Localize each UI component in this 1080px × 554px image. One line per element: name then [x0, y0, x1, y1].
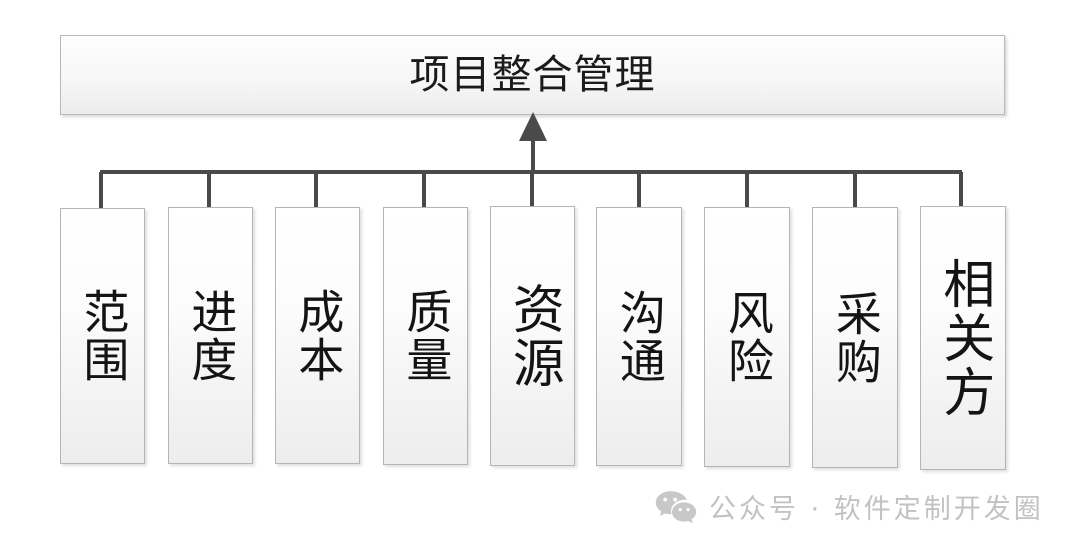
watermark: 公众号 · 软件定制开发圈 [655, 487, 1044, 526]
child-node-box-9: 相关方 [920, 206, 1006, 470]
child-node-label-3: 成本 [291, 287, 346, 384]
child-node-box-2: 进度 [168, 207, 253, 464]
child-node-label-2: 进度 [184, 287, 239, 384]
watermark-text: 公众号 · 软件定制开发圈 [709, 494, 1044, 525]
child-node-label-6: 沟通 [612, 288, 667, 385]
connector-arrowhead-icon [519, 112, 547, 141]
root-node-box: 项目整合管理 [60, 35, 1005, 115]
child-node-box-7: 风险 [704, 207, 790, 467]
child-node-label-5: 资源 [503, 282, 564, 390]
child-node-label-9: 相关方 [933, 257, 994, 419]
child-node-box-6: 沟通 [596, 207, 682, 466]
wechat-icon [655, 490, 697, 523]
child-node-box-8: 采购 [812, 207, 898, 468]
child-node-box-4: 质量 [383, 207, 468, 465]
child-node-box-3: 成本 [275, 207, 360, 464]
child-node-label-1: 范围 [76, 288, 131, 384]
child-node-box-1: 范围 [60, 208, 145, 464]
child-node-label-8: 采购 [828, 289, 883, 386]
root-node-label: 项目整合管理 [409, 52, 656, 98]
child-node-label-4: 质量 [399, 288, 454, 384]
child-node-label-7: 风险 [720, 289, 775, 385]
child-node-box-5: 资源 [490, 206, 575, 466]
